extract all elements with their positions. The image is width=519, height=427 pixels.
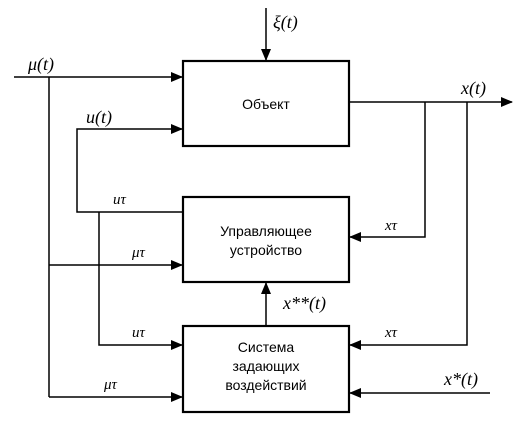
x-tau-label-controller: xτ xyxy=(384,218,398,234)
controller-label-line1: Управляющее xyxy=(220,223,312,239)
u-label: u(t) xyxy=(86,107,112,128)
mu-tau-label-mid: μτ xyxy=(131,245,146,261)
x-tau-reference-arrow xyxy=(349,102,468,350)
x-label: x(t) xyxy=(460,78,486,99)
controller-label-line2: устройство xyxy=(230,242,302,258)
reference-label-line2: задающих xyxy=(233,358,300,374)
u-tau-label-bottom: uτ xyxy=(132,325,146,341)
controller-block xyxy=(181,195,351,284)
u-tau-label-top: uτ xyxy=(113,192,127,208)
object-label: Объект xyxy=(242,96,290,112)
reference-label-line3: воздействий xyxy=(225,377,306,393)
object-block xyxy=(181,59,351,148)
u-tau-reference-arrow xyxy=(98,212,183,350)
xi-label: ξ(t) xyxy=(273,12,298,33)
mu-tau-label-bottom: μτ xyxy=(103,377,118,393)
reference-label-line1: Система xyxy=(238,339,295,355)
x-tau-label-bottom: xτ xyxy=(384,325,398,341)
x-tau-controller-arrow xyxy=(349,102,426,242)
reference-system-block xyxy=(181,324,351,414)
x-star-label: x*(t) xyxy=(443,369,478,390)
mu-label: μ(t) xyxy=(27,54,54,75)
x-star-star-label: x**(t) xyxy=(282,293,326,314)
u-control-loop xyxy=(76,124,183,213)
